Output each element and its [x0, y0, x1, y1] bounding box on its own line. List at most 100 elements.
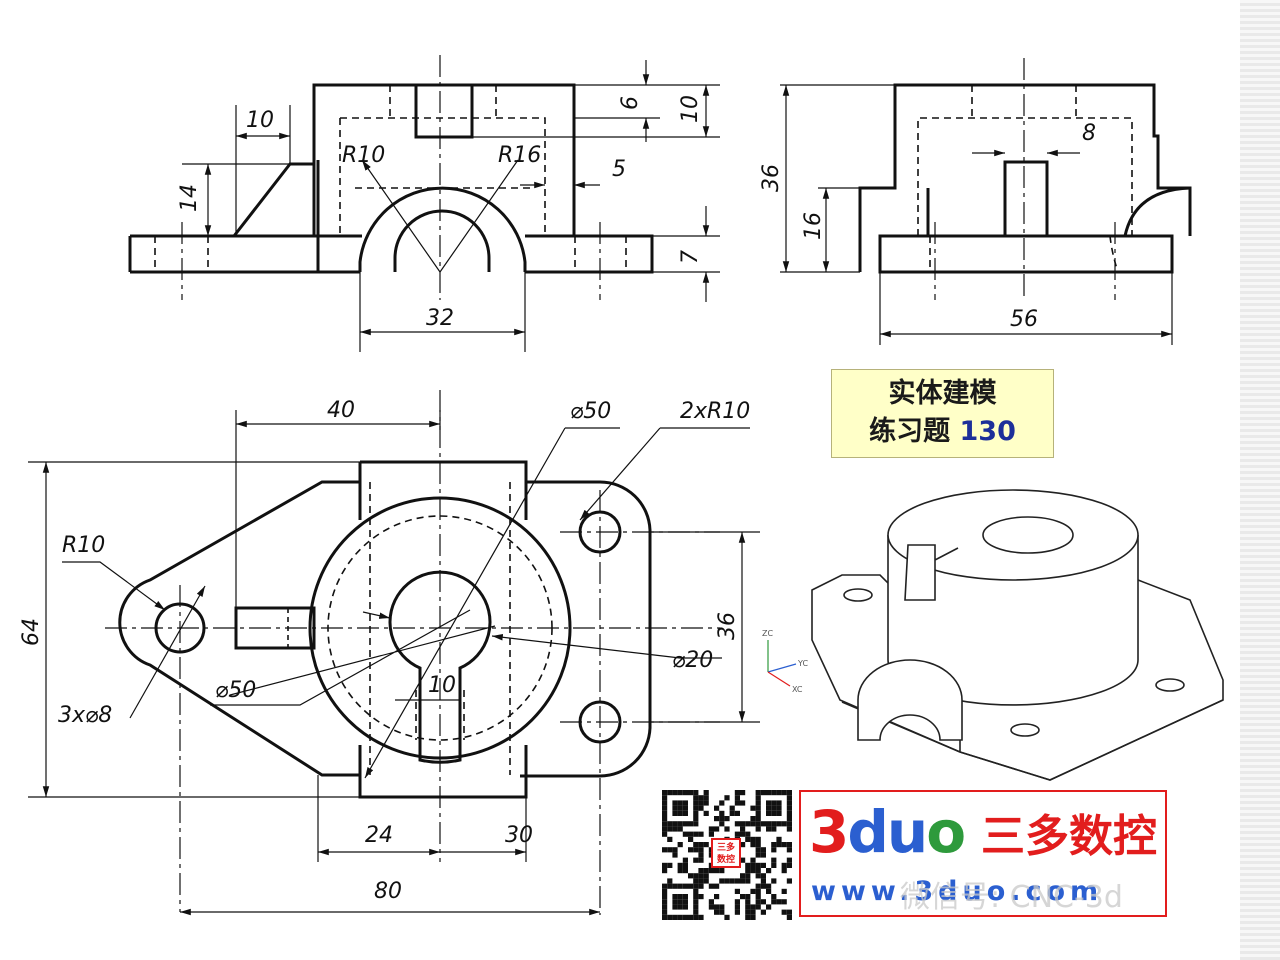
qr-module: [672, 790, 678, 796]
top-keyhole: [388, 570, 492, 764]
qr-module: [693, 821, 699, 827]
qr-module: [667, 826, 673, 832]
qr-module: [667, 836, 673, 842]
wechat-watermark: 微信号: CNC-3d: [900, 880, 1123, 915]
qr-module: [755, 790, 761, 796]
qr-module: [734, 810, 740, 816]
qr-module: [672, 894, 678, 900]
side-view: [780, 58, 1192, 345]
qr-module: [771, 899, 777, 905]
qr-module: [703, 868, 709, 874]
dim-top-r10: R10: [62, 533, 105, 558]
qr-module: [662, 805, 668, 811]
dim-side-36: 36: [759, 164, 784, 192]
qr-module: [672, 852, 678, 858]
side-slot: [1003, 160, 1049, 238]
qr-module: [755, 795, 761, 801]
qr-module: [771, 894, 777, 900]
brand-name-cn: 三多数控: [981, 811, 1157, 862]
qr-module: [662, 909, 668, 915]
qr-module: [776, 899, 782, 905]
front-arch: [358, 186, 527, 272]
qr-module: [677, 842, 683, 848]
qr-module: [771, 826, 777, 832]
qr-module: [662, 831, 668, 837]
qr-module: [755, 852, 761, 858]
qr-module: [786, 805, 792, 811]
dim-top-64: 64: [19, 618, 44, 646]
qr-module: [766, 883, 772, 889]
iso-slot: [904, 544, 959, 601]
qr-module: [703, 790, 709, 796]
qr-module: [688, 790, 694, 796]
qr-module: [693, 847, 699, 853]
qr-module: [755, 873, 761, 879]
qr-module: [682, 805, 688, 811]
qr-module: [729, 878, 735, 884]
qr-module: [755, 805, 761, 811]
qr-code: [662, 790, 792, 920]
qr-module: [781, 821, 787, 827]
qr-module: [755, 894, 761, 900]
qr-module: [760, 847, 766, 853]
front-base-outline: [130, 234, 654, 274]
qr-module: [760, 821, 766, 827]
side-body: [858, 83, 1192, 272]
qr-module: [662, 800, 668, 806]
qr-module: [693, 904, 699, 910]
qr-module: [662, 883, 668, 889]
qr-module: [766, 868, 772, 874]
qr-module: [672, 826, 678, 832]
qr-module: [740, 790, 746, 796]
qr-module: [734, 878, 740, 884]
qr-module: [672, 800, 678, 806]
iso-arch: [857, 659, 963, 741]
qr-module: [755, 862, 761, 868]
qr-module: [708, 883, 714, 889]
qr-module: [750, 857, 756, 863]
qr-module: [724, 816, 730, 822]
qr-module: [693, 816, 699, 822]
qr-module: [740, 873, 746, 879]
qr-module: [750, 816, 756, 822]
qr-module: [740, 831, 746, 837]
qr-module: [693, 831, 699, 837]
qr-module: [672, 899, 678, 905]
qr-module: [760, 790, 766, 796]
qr-module: [677, 894, 683, 900]
dim-front-10b: 10: [678, 95, 703, 123]
isometric-view: [811, 489, 1224, 781]
qr-module: [677, 826, 683, 832]
qr-module: [755, 842, 761, 848]
qr-module: [662, 904, 668, 910]
qr-module: [698, 831, 704, 837]
qr-module: [786, 821, 792, 827]
qr-module: [682, 857, 688, 863]
dim-top-36: 36: [715, 612, 740, 640]
qr-module: [688, 821, 694, 827]
qr-module: [688, 914, 694, 920]
qr-module: [693, 909, 699, 915]
front-dim-labels: 10 14 R10 R16 6 10 5 7 32: [177, 95, 703, 331]
qr-module: [667, 862, 673, 868]
qr-module: [667, 883, 673, 889]
qr-module: [745, 873, 751, 879]
qr-module: [693, 795, 699, 801]
qr-module: [714, 826, 720, 832]
qr-module: [760, 909, 766, 915]
qr-module: [693, 873, 699, 879]
qr-module: [693, 914, 699, 920]
qr-module: [662, 810, 668, 816]
qr-module: [786, 795, 792, 801]
qr-module: [786, 842, 792, 848]
qr-module: [698, 878, 704, 884]
qr-module: [755, 847, 761, 853]
qr-module: [708, 831, 714, 837]
qr-module: [745, 836, 751, 842]
qr-module: [698, 847, 704, 853]
qr-module: [672, 883, 678, 889]
qr-module: [714, 904, 720, 910]
title-line2-text: 练习题: [869, 416, 951, 447]
dim-top-d50-b: ⌀50: [215, 678, 256, 703]
qr-module: [703, 873, 709, 879]
